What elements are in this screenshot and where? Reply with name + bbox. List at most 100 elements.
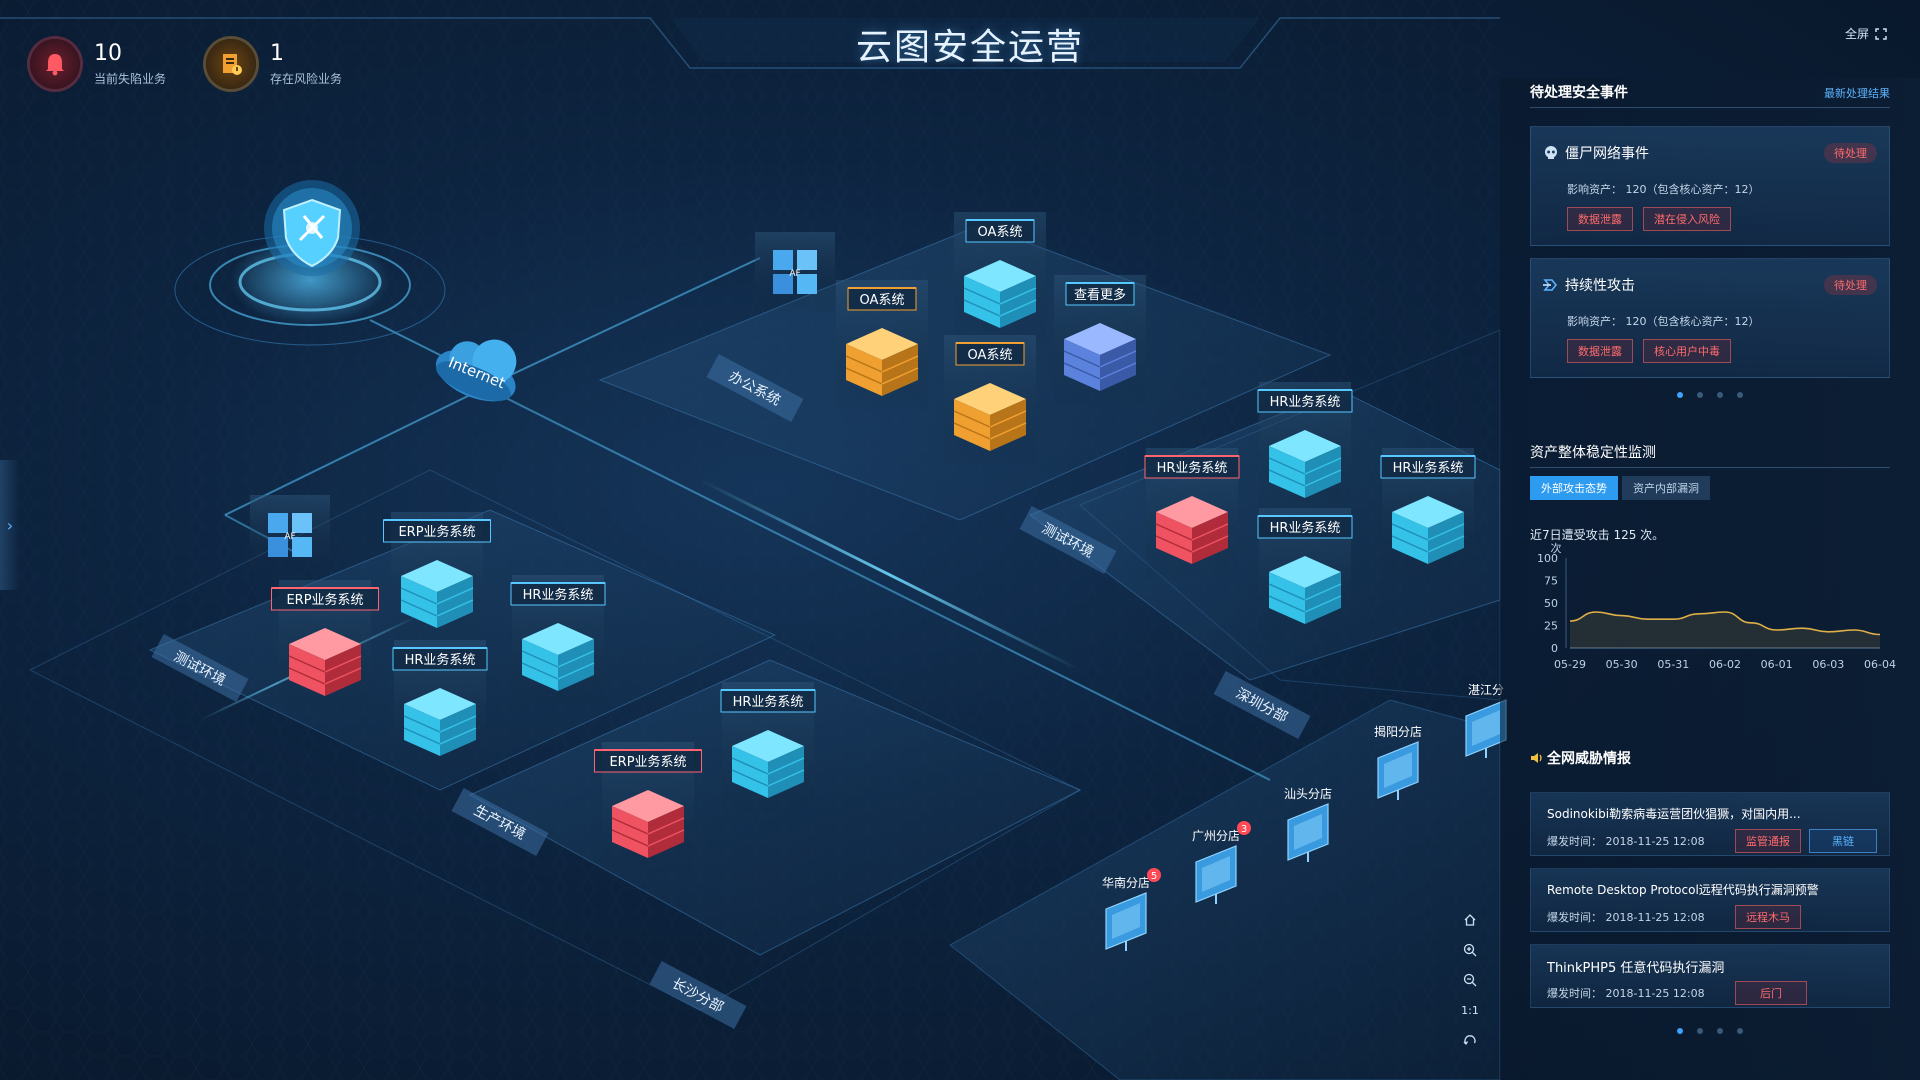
y-tick-label: 0 (1551, 642, 1558, 655)
cube-stripe (845, 367, 883, 385)
event-tag[interactable]: 潜在侵入风险 (1643, 207, 1731, 231)
threat-tag[interactable]: 后门 (1735, 981, 1807, 1005)
event-impact: 影响资产： 120（包含核心资产：12） (1567, 315, 1760, 328)
stability-header: 资产整体稳定性监测 (1530, 442, 1890, 468)
threat-tag[interactable]: 远程木马 (1735, 905, 1801, 929)
threat-intel-header: 全网威胁情报 (1530, 748, 1890, 774)
security-shield-node[interactable] (174, 180, 446, 346)
stat-risk[interactable]: 1 存在风险业务 (206, 36, 342, 92)
pager-dot[interactable] (1677, 392, 1683, 398)
system-node[interactable]: OA系统 (944, 335, 1036, 465)
left-panel-toggle[interactable]: › (0, 460, 20, 590)
af-device-changsha[interactable]: AF (250, 495, 330, 575)
cube-right (1305, 572, 1341, 624)
branch-node[interactable]: 汕头分店 (1284, 787, 1332, 862)
cube-stripe (436, 599, 474, 617)
alert-badge-count: 3 (1241, 824, 1247, 835)
node-label: HR业务系统 (1157, 460, 1228, 476)
threat-item[interactable]: Sodinokibi勒索病毒运营团伙猖獗，对国内用... 爆发时间： 2018-… (1530, 792, 1890, 856)
threat-item[interactable]: Remote Desktop Protocol远程代码执行漏洞预警 爆发时间： … (1530, 868, 1890, 932)
pager-dot[interactable] (1737, 1028, 1743, 1034)
cube-left (289, 644, 325, 696)
threat-tag[interactable]: 监管通报 (1735, 829, 1801, 853)
cube-right (1000, 276, 1036, 328)
pager-dot[interactable] (1717, 392, 1723, 398)
system-node[interactable]: OA系统 (954, 212, 1046, 342)
latest-results-link[interactable]: 最新处理结果 (1824, 87, 1890, 100)
system-node[interactable]: HR业务系统 (510, 575, 606, 705)
cube-stripe (767, 757, 805, 775)
system-node[interactable]: HR业务系统 (1257, 508, 1353, 638)
tab-external-attack[interactable]: 外部攻击态势 (1530, 476, 1618, 500)
threat-meta: 爆发时间： 2018-11-25 12:08 (1547, 985, 1705, 1001)
section-title: 全网威胁情报 (1547, 751, 1631, 767)
cube-left (732, 746, 768, 798)
system-node[interactable]: HR业务系统 (392, 640, 488, 770)
threat-item[interactable]: ThinkPHP5 任意代码执行漏洞 爆发时间： 2018-11-25 12:0… (1530, 944, 1890, 1008)
cube-right (882, 344, 918, 396)
threat-tag[interactable]: 黑链 (1809, 829, 1877, 853)
topology-map[interactable]: Internet AF AF 办公系统测试环境测试环境生产环境长沙分部深圳分部 … (0, 0, 1507, 1080)
internet-node[interactable]: Internet (429, 321, 531, 412)
cube-left (522, 639, 558, 691)
node-label: OA系统 (860, 293, 905, 308)
cube-stripe (731, 757, 769, 775)
cube-stripe (1268, 457, 1306, 475)
cube-left (1269, 446, 1305, 498)
system-node[interactable]: HR业务系统 (1144, 448, 1240, 578)
branch-node[interactable]: 湛江分 (1465, 683, 1507, 758)
threat-title: ThinkPHP5 任意代码执行漏洞 (1547, 961, 1725, 976)
cube-stripe (953, 410, 991, 428)
event-tag[interactable]: 核心用户中毒 (1643, 339, 1731, 363)
cube-stripe (845, 355, 883, 373)
system-node[interactable]: HR业务系统 (1257, 382, 1353, 512)
stat-compromised[interactable]: 10 当前失陷业务 (30, 36, 166, 92)
map-reset-button[interactable] (1457, 1025, 1483, 1055)
monitor-screen (1294, 814, 1322, 850)
branch-label: 广州分店 (1192, 829, 1240, 843)
x-tick-label: 05-30 (1606, 658, 1638, 671)
system-node[interactable]: HR业务系统 (1380, 448, 1476, 578)
map-zoom-in-button[interactable] (1457, 935, 1483, 965)
map-actual-size-button[interactable]: 1:1 (1461, 1003, 1479, 1017)
outbreak-time: 2018-11-25 12:08 (1605, 911, 1705, 924)
pager-dot[interactable] (1717, 1028, 1723, 1034)
cube-stripe (611, 817, 649, 835)
node-label: HR业务系统 (523, 587, 594, 603)
system-node[interactable]: ERP业务系统 (594, 742, 702, 872)
time-label: 爆发时间： (1547, 835, 1602, 848)
cube-right (437, 576, 473, 628)
series-line (1569, 611, 1881, 636)
cube-right (648, 806, 684, 858)
event-card[interactable]: 持续性攻击 待处理 影响资产： 120（包含核心资产：12） 数据泄露 核心用户… (1530, 258, 1890, 378)
fullscreen-button[interactable]: 全屏 (1845, 25, 1887, 42)
map-home-button[interactable] (1457, 905, 1483, 935)
branch-node[interactable]: 揭阳分店 (1374, 724, 1422, 800)
map-zoom-out-button[interactable] (1457, 965, 1483, 995)
system-node[interactable]: HR业务系统 (720, 682, 816, 812)
cube-stripe (1304, 457, 1342, 475)
af-device-office[interactable]: AF (755, 232, 835, 312)
system-node[interactable]: ERP业务系统 (383, 512, 491, 642)
event-tag[interactable]: 数据泄露 (1567, 207, 1633, 231)
x-tick-label: 06-03 (1812, 658, 1844, 671)
pager-dot[interactable] (1677, 1028, 1683, 1034)
af-label: AF (789, 269, 800, 279)
system-node[interactable]: OA系统 (836, 280, 928, 410)
tab-internal-vuln[interactable]: 资产内部漏洞 (1622, 476, 1710, 500)
system-node[interactable]: ERP业务系统 (271, 580, 379, 710)
home-icon (1464, 914, 1476, 926)
event-card[interactable]: 僵尸网络事件 待处理 影响资产： 120（包含核心资产：12） 数据泄露 潜在侵… (1530, 126, 1890, 246)
event-tag[interactable]: 数据泄露 (1567, 339, 1633, 363)
series-area (1570, 612, 1880, 648)
pager-dot[interactable] (1737, 392, 1743, 398)
pager-dot[interactable] (1697, 1028, 1703, 1034)
stat-label: 当前失陷业务 (94, 71, 167, 86)
node-label: ERP业务系统 (286, 592, 363, 608)
alert-badge-count: 5 (1151, 871, 1157, 882)
node-label: HR业务系统 (733, 694, 804, 710)
system-node[interactable]: 查看更多 (1054, 275, 1146, 405)
pager-dot[interactable] (1697, 392, 1703, 398)
